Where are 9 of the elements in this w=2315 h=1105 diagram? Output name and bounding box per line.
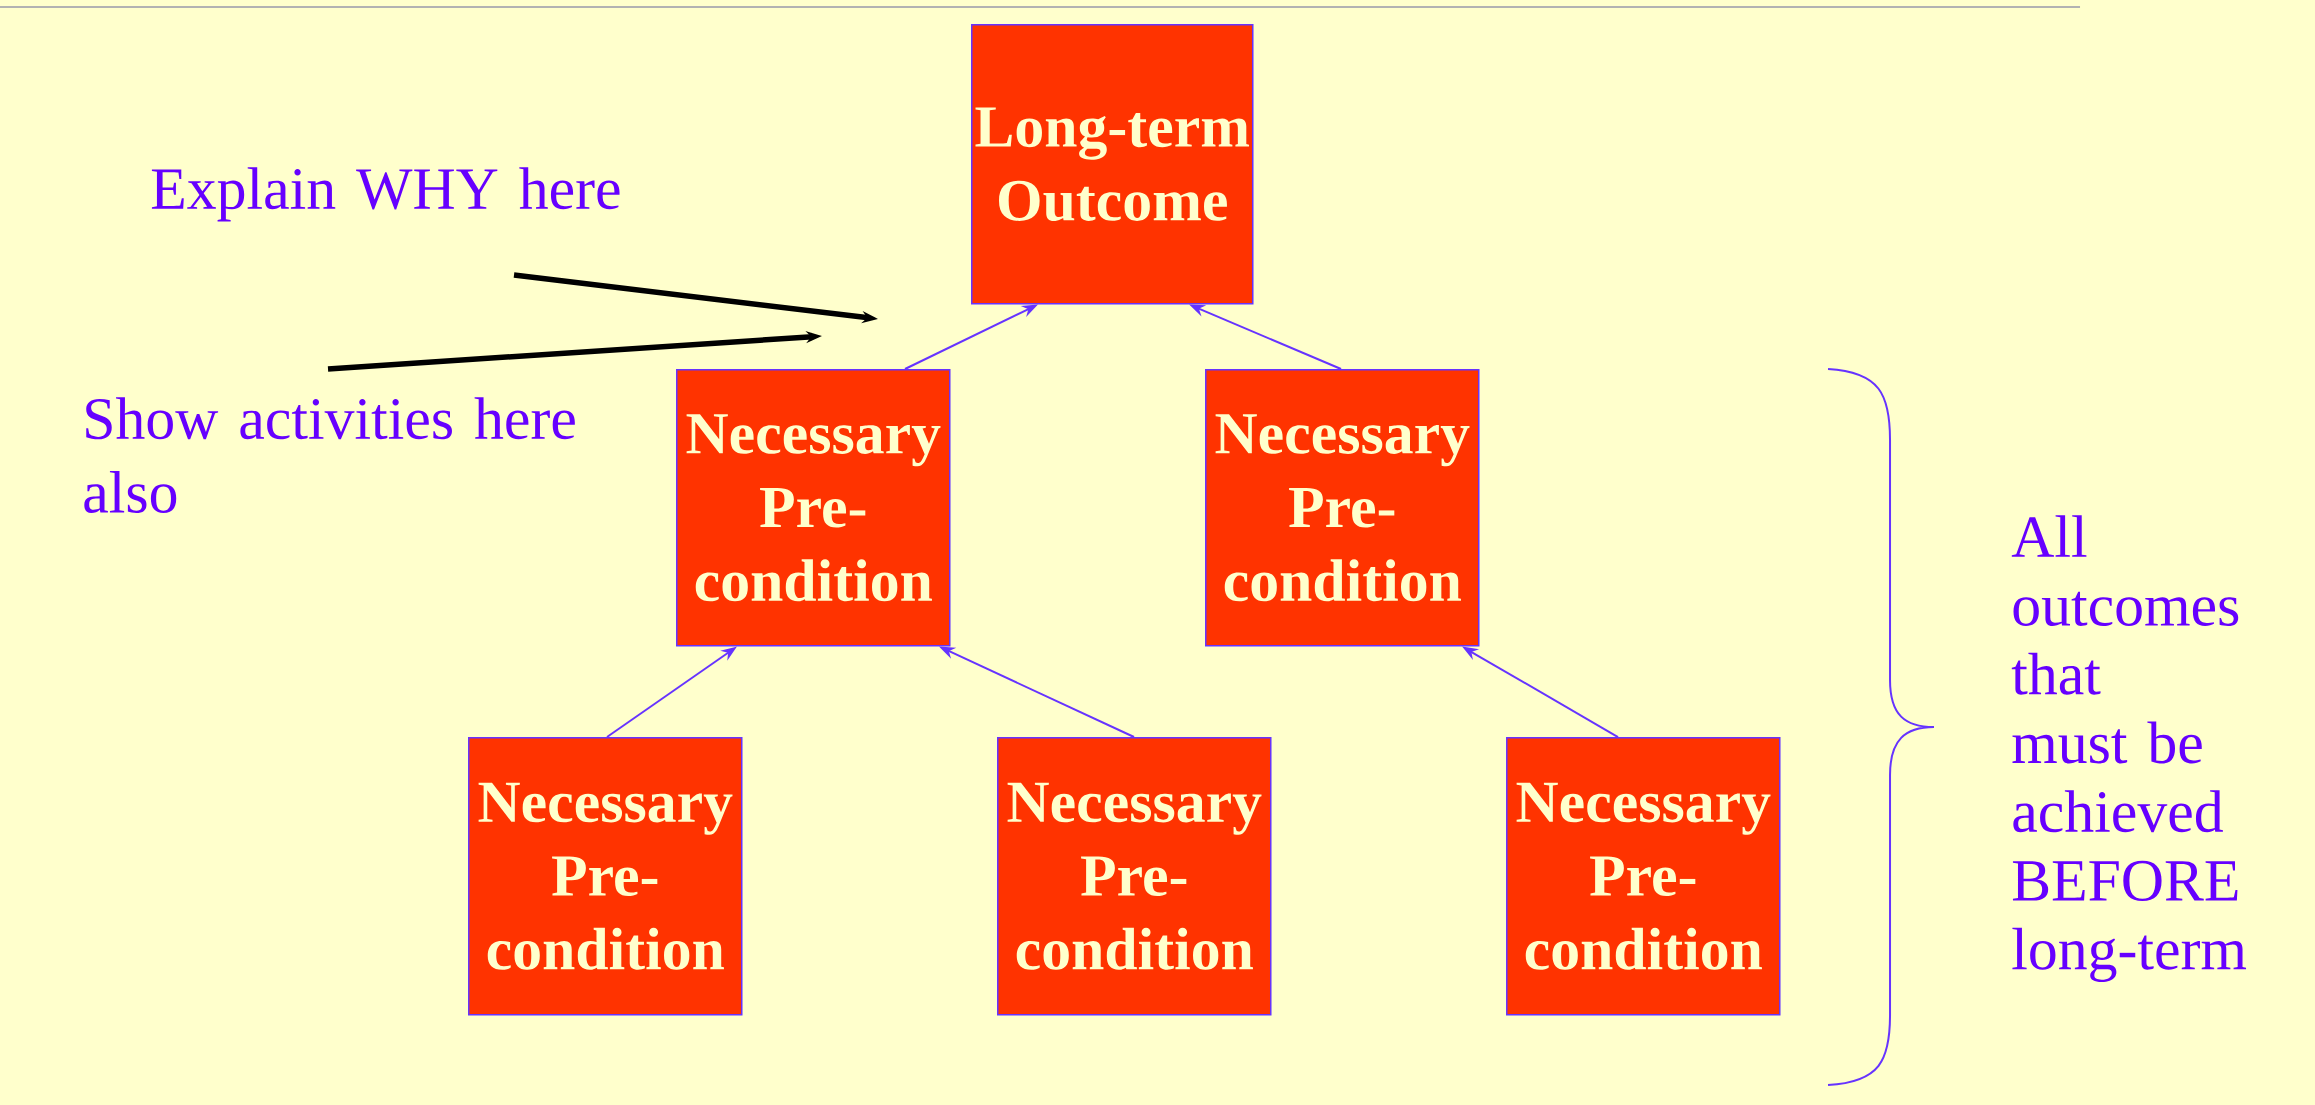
- note-text: Explain WHY here: [151, 167, 620, 222]
- precondition-box: Necessary Pre-condition: [1205, 369, 1480, 647]
- precondition-box: Necessary Pre-condition: [676, 369, 951, 647]
- note-text: All outcomes that must be achieved BEFORE long-term: [2011, 515, 2247, 983]
- note-text: Show activities here also: [84, 397, 575, 513]
- precondition-box: Necessary Pre-condition: [468, 737, 743, 1016]
- precondition-box: Necessary Pre-condition: [1506, 737, 1781, 1016]
- precondition-box: Necessary Pre-condition: [997, 737, 1272, 1016]
- outcome-box: Long-term Outcome: [971, 24, 1254, 305]
